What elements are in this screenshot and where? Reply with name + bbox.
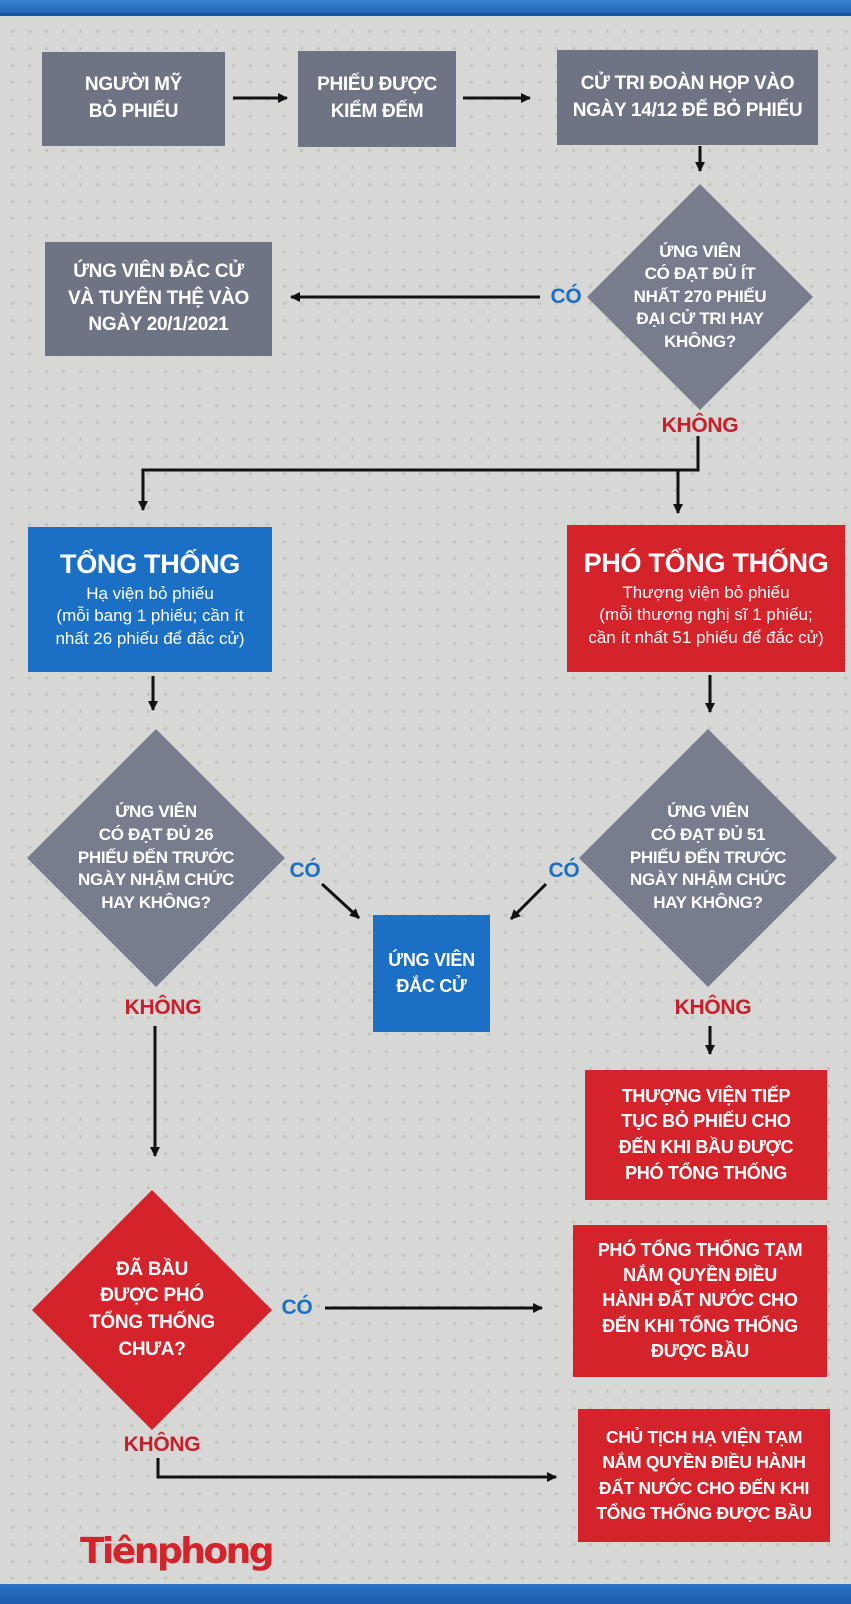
vice-president-branch-subtitle: Thượng viện bỏ phiếu (mỗi thượng nghị sĩ…: [588, 583, 824, 647]
node-house-speaker-acting: CHỦ TỊCH HẠ VIỆN TẠM NẮM QUYỀN ĐIỀU HÀNH…: [578, 1409, 830, 1542]
tienphong-logo: Tiênphong: [80, 1531, 274, 1572]
top-bar: [0, 0, 851, 16]
bottom-bar: [0, 1584, 851, 1604]
label-no-51: KHÔNG: [674, 996, 752, 1019]
node-president-house-vote: TỔNG THỐNG Hạ viện bỏ phiếu (mỗi bang 1 …: [28, 527, 272, 672]
node-votes-counted: PHIẾU ĐƯỢC KIỂM ĐẾM: [298, 51, 456, 147]
president-branch-title: TỔNG THỐNG: [60, 549, 240, 580]
label-no-270: KHÔNG: [661, 414, 739, 437]
vice-president-branch-title: PHÓ TỔNG THỐNG: [583, 548, 829, 579]
label-no-vp-elected: KHÔNG: [123, 1433, 201, 1456]
node-electoral-college-meets: CỬ TRI ĐOÀN HỌP VÀO NGÀY 14/12 ĐỂ BỎ PHI…: [557, 50, 818, 145]
node-candidate-elected: ỨNG VIÊN ĐẮC CỬ: [373, 915, 490, 1032]
node-winner-sworn-in: ỨNG VIÊN ĐẮC CỬ VÀ TUYÊN THỆ VÀO NGÀY 20…: [45, 242, 272, 356]
president-branch-subtitle: Hạ viện bỏ phiếu (mỗi bang 1 phiếu; cần …: [55, 584, 245, 648]
node-vice-president-senate-vote: PHÓ TỔNG THỐNG Thượng viện bỏ phiếu (mỗi…: [567, 525, 845, 672]
label-yes-vp-elected: CÓ: [281, 1296, 313, 1319]
label-yes-26: CÓ: [289, 859, 321, 882]
label-yes-51: CÓ: [548, 859, 580, 882]
node-vp-acting-president: PHÓ TỔNG THỐNG TẠM NẮM QUYỀN ĐIỀU HÀNH Đ…: [573, 1225, 827, 1377]
label-no-26: KHÔNG: [124, 996, 202, 1019]
node-senate-keeps-voting: THƯỢNG VIỆN TIẾP TỤC BỎ PHIẾU CHO ĐẾN KH…: [585, 1070, 827, 1200]
label-yes-270: CÓ: [550, 285, 582, 308]
node-americans-vote: NGƯỜI MỸ BỎ PHIẾU: [42, 52, 225, 146]
